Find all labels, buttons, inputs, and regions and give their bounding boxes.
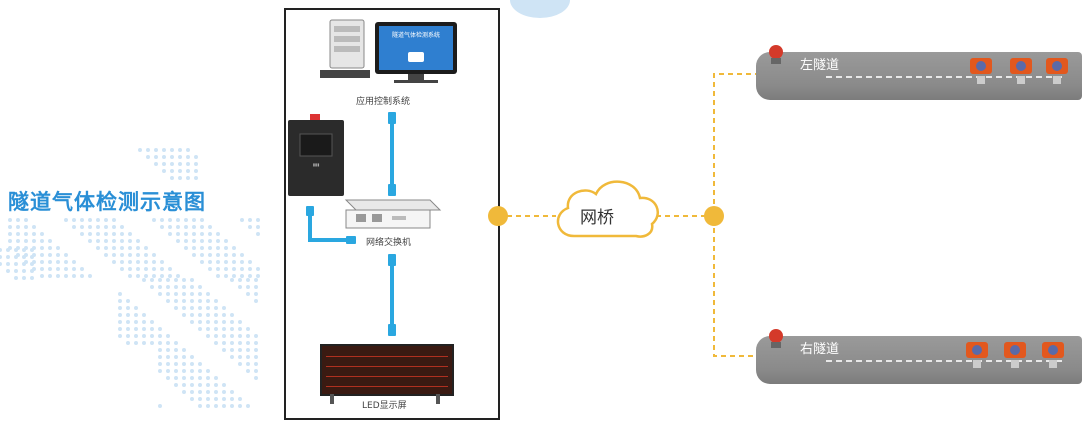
gas-sensor-icon [1004,342,1026,368]
led-display-icon [320,344,454,396]
connector-node-left [488,206,508,226]
gas-sensor-icon [1046,58,1068,84]
alarm-light-icon [769,45,783,64]
cable-lines [308,112,394,336]
switch-label: 网络交换机 [366,238,412,248]
diagram-title: 隧道气体检测示意图 [8,190,206,214]
cable-connectors [306,112,396,336]
alarm-light-icon [769,329,783,348]
gas-sensor-icon [970,58,992,84]
svg-text:▮▮▮: ▮▮▮ [313,162,320,167]
gas-sensor-icon [1010,58,1032,84]
gas-sensor-icon [966,342,988,368]
tunnel-right-label: 右隧道 [800,342,840,357]
led-label: LED显示屏 [362,401,407,411]
server-icon [320,19,370,78]
network-switch-icon [344,199,442,229]
cloud-icon [556,180,659,238]
gas-controller-icon: ▮▮▮ [288,114,344,196]
tunnel-left-label: 左隧道 [800,58,840,73]
connector-node-right [704,206,724,226]
tunnel-right: 右隧道 [756,336,1082,384]
app-control-label: 应用控制系统 [356,97,411,107]
network-bridge-label: 网桥 [580,208,614,228]
monitor-icon: 隧道气体检测系统 [375,22,457,83]
monitor-screen-text: 隧道气体检测系统 [392,31,440,39]
gas-sensor-icon [1042,342,1064,368]
